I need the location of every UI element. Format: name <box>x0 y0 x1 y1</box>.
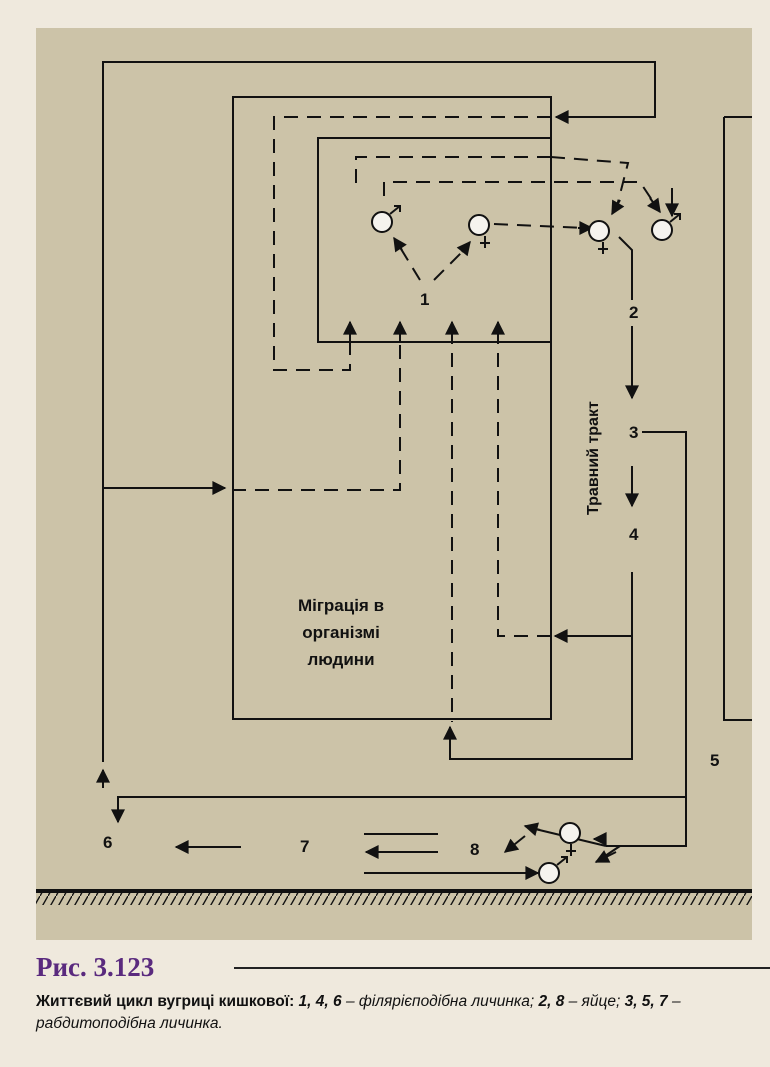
figure-number: Рис. 3.123 <box>36 952 161 983</box>
male-symbol-1 <box>371 205 401 233</box>
label-4: 4 <box>629 525 639 544</box>
label-digestive-tract: Травний тракт <box>585 401 602 515</box>
ground-surface <box>36 889 752 905</box>
male-symbol-3 <box>538 856 568 884</box>
caption-part2-text: – яйце; <box>564 993 621 1010</box>
caption-text: Життєвий цикл вугриці кишкової: 1, 4, 6 … <box>36 991 756 1035</box>
label-6: 6 <box>103 833 112 852</box>
male-symbol-2 <box>651 213 681 241</box>
label-2: 2 <box>629 303 638 322</box>
label-migration-line-2: організмі <box>302 623 380 642</box>
female-symbol-1 <box>468 214 490 248</box>
caption-title: Життєвий цикл вугриці кишкової: <box>36 993 295 1010</box>
caption-part3-text: – рабдитоподібна личинка. <box>36 993 681 1032</box>
diagram-background <box>36 28 752 940</box>
dashed-arrow-heads <box>343 197 679 342</box>
caption-part3-numbers: 3, 5, 7 <box>624 993 668 1010</box>
label-7: 7 <box>300 837 309 856</box>
caption-part1-numbers: 1, 4, 6 <box>298 993 342 1010</box>
caption-part1-text: – філярієподібна личинка; <box>341 993 535 1010</box>
label-1: 1 <box>420 290 429 309</box>
label-migration-line-1: Міграція в <box>298 596 384 615</box>
arrow-heads <box>96 110 639 880</box>
figure-caption: Рис. 3.123 Життєвий цикл вугриці кишково… <box>36 952 770 1035</box>
label-migration-line-3: людини <box>307 650 374 669</box>
caption-part2-numbers: 2, 8 <box>538 993 565 1010</box>
female-symbol-2 <box>588 220 610 254</box>
label-3: 3 <box>629 423 638 442</box>
caption-rule <box>234 967 770 969</box>
female-symbol-3 <box>559 822 581 856</box>
organisms <box>371 205 681 884</box>
label-5: 5 <box>710 751 719 770</box>
label-8: 8 <box>470 840 479 859</box>
